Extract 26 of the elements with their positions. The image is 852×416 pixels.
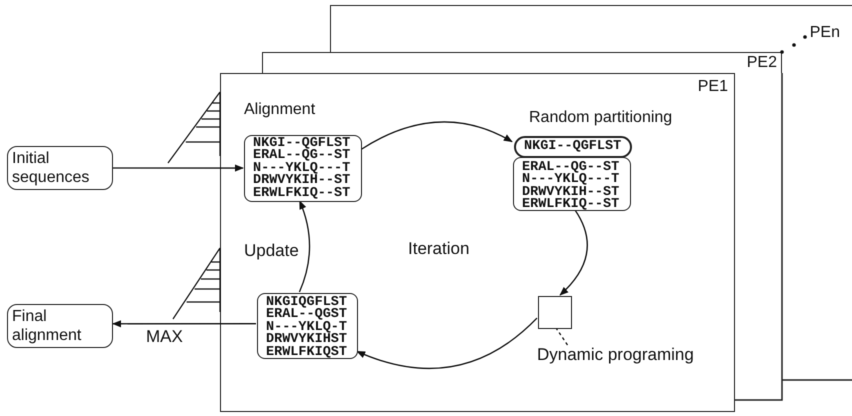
step-heading: Random partitioning [529,109,672,127]
panel-label: PE1 [698,78,728,96]
arrow [298,200,310,292]
processor-panel [330,5,852,52]
terminal-box: Initial sequences [7,146,113,190]
terminal-box: Final alignment [7,304,113,348]
arrow [113,164,244,172]
panel-label: PE2 [746,54,777,72]
edge-label: Update [244,242,299,260]
sequence-alignment-box: ERAL--QG--ST N---YKLQ---T DRWVYKIH--ST ERWLFKIQ--ST [513,157,631,211]
leader-line [556,328,568,346]
selected-sequence-box: NKGI--QGFLST [514,136,632,158]
arrow [360,121,513,150]
arrow [112,320,256,328]
edge-label: MAX [146,328,183,346]
sequence-alignment-box: NKGI--QGFLST ERAL--QG--ST N---YKLQ---T DRWVYKIH--ST ERWLFKIQ--ST [244,135,362,202]
step-heading: Alignment [244,101,316,119]
arrow [356,318,538,369]
panel-label: PEn [810,24,840,42]
processor-panel [262,52,782,73]
callout-text: Dynamic programing [537,346,712,370]
matrix-box [538,296,572,329]
arrow [559,210,588,296]
cycle-label: Iteration [408,240,470,258]
processor-panel [220,73,735,412]
sequence-alignment-box: NKGIQGFLST ERAL--QGST N---YKLQ-T DRWVYKIHST ERWLFKIQST [257,293,358,359]
